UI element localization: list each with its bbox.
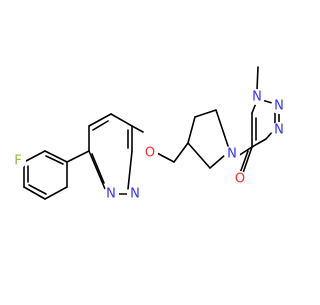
fluorine-label: F	[14, 154, 21, 169]
pyridazine-bond	[88, 113, 112, 127]
aryl-f-bond	[25, 150, 46, 162]
atom-label-layer: F O O N N N N	[10, 89, 287, 202]
pyrrolidine-bond	[215, 109, 229, 147]
amide-bond	[237, 146, 253, 157]
triazole-n1-label: N	[252, 90, 262, 105]
pyrrolidine-bond	[187, 142, 211, 169]
molecule-canvas: F O O N N N N	[10, 66, 287, 202]
carbonyl-oxygen-atom: O	[232, 171, 248, 187]
triazole-n3-label: N	[274, 123, 284, 138]
pyrrolidine-bond	[209, 154, 226, 169]
ether-bond	[156, 152, 175, 163]
ether-oxygen-label: O	[145, 146, 155, 161]
pyridazine-n2-atom: N	[103, 186, 119, 202]
biaryl-bond	[66, 150, 90, 163]
phenyl-bond	[23, 186, 46, 200]
triazole-n1-atom: N	[249, 89, 265, 105]
pyridazine-n2-label: N	[106, 187, 116, 202]
carbonyl-oxygen-label: O	[235, 172, 245, 187]
ether-oxygen-atom: O	[142, 145, 158, 161]
pyridazine-inner-bond	[92, 120, 109, 131]
ether-bond	[131, 125, 144, 133]
carbonyl-bond	[242, 146, 253, 174]
phenyl-inner-bond	[28, 184, 47, 195]
pyrrolidine-bond	[187, 116, 196, 144]
pyrrolidine-nitrogen-label: N	[227, 147, 237, 162]
triazole-n2-label: N	[274, 99, 284, 114]
triazole-bond	[251, 138, 267, 148]
methyl-bond	[256, 66, 259, 91]
pyridazine-bond	[88, 150, 106, 190]
pyrrolidine-bond	[194, 109, 217, 118]
triazole-n3-atom: N	[271, 122, 287, 138]
methylene-bond	[173, 142, 189, 163]
molecule-structure: F O O N N N N	[10, 66, 287, 202]
pyridazine-n1-label: N	[130, 187, 140, 202]
pyridazine-bond	[127, 150, 133, 190]
phenyl-bond	[44, 186, 68, 200]
triazole-n2-atom: N	[271, 98, 287, 114]
pyridazine-n1-atom: N	[127, 186, 143, 202]
pyrrolidine-nitrogen-atom: N	[224, 146, 240, 162]
pyridazine-bond	[110, 113, 133, 127]
phenyl-inner-bond	[45, 155, 64, 165]
fluorine-atom: F	[10, 153, 26, 169]
pyridazine-inner-bond	[91, 153, 105, 184]
phenyl-bond	[44, 150, 68, 163]
